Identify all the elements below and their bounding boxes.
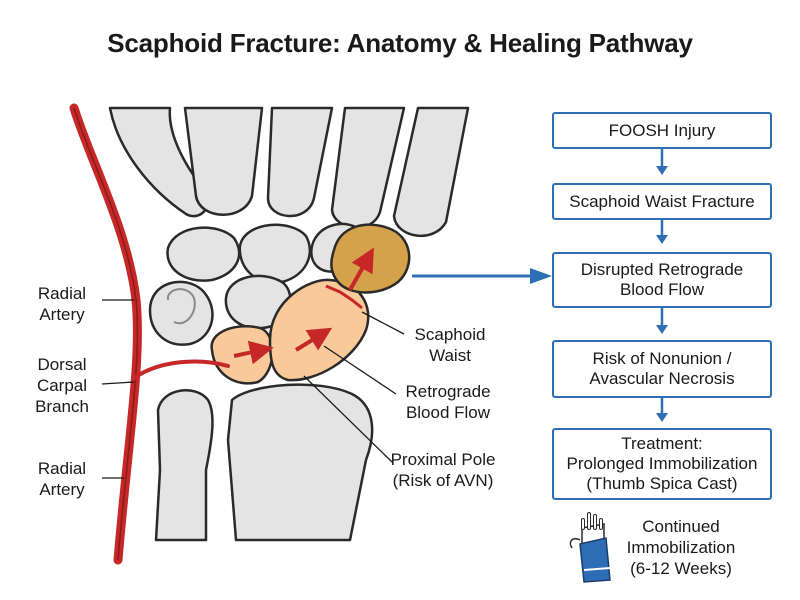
ulna-bone [154,389,214,542]
flowchart-arrows [656,149,668,422]
metacarpal-bone-3 [266,106,334,218]
carpal-bone-pisiform [148,280,214,346]
flow-arrow-proximal-pole [348,247,374,291]
metacarpal-bone-5 [392,106,470,237]
label-dorsal-carpal-branch: Dorsal Carpal Branch [35,355,89,416]
flow-step-risk-nonunion: Risk of Nonunion / Avascular Necrosis [552,340,772,398]
scaphoid-proximal-pole [330,223,411,294]
flow-arrow-scaphoid [294,327,333,352]
carpal-bone-trapezium [166,226,241,282]
label-scaphoid-waist: Scaphoid Waist [414,325,486,365]
fracture-line [325,284,363,310]
dorsal-carpal-branch-vessel [132,359,230,380]
radius-bone [226,383,374,542]
hand-cast-icon [569,512,611,583]
connector-arrow [412,268,552,284]
carpal-bone-trapezoid [238,223,312,284]
flow-step-scaphoid-waist-fracture: Scaphoid Waist Fracture [552,183,772,220]
flow-step-disrupted-blood-flow: Disrupted Retrograde Blood Flow [552,252,772,308]
label-radial-artery-top: Radial Artery [37,284,87,324]
final-note-continued-immobilization: Continued Immobilization (6-12 Weeks) [626,517,736,578]
flow-arrow-lunate [233,340,274,365]
metacarpal-bone-4 [330,106,406,229]
label-retrograde-blood-flow: Retrograde Blood Flow [405,382,491,422]
label-proximal-pole: Proximal Pole (Risk of AVN) [390,450,496,490]
flow-step-foosh-injury: FOOSH Injury [552,112,772,149]
label-radial-artery-bottom: Radial Artery [37,459,87,499]
page-title: Scaphoid Fracture: Anatomy & Healing Pat… [107,28,693,58]
flow-step-treatment: Treatment: Prolonged Immobilization (Thu… [552,428,772,500]
metacarpal-bone-1 [108,106,210,218]
metacarpal-bone-2 [183,106,264,216]
